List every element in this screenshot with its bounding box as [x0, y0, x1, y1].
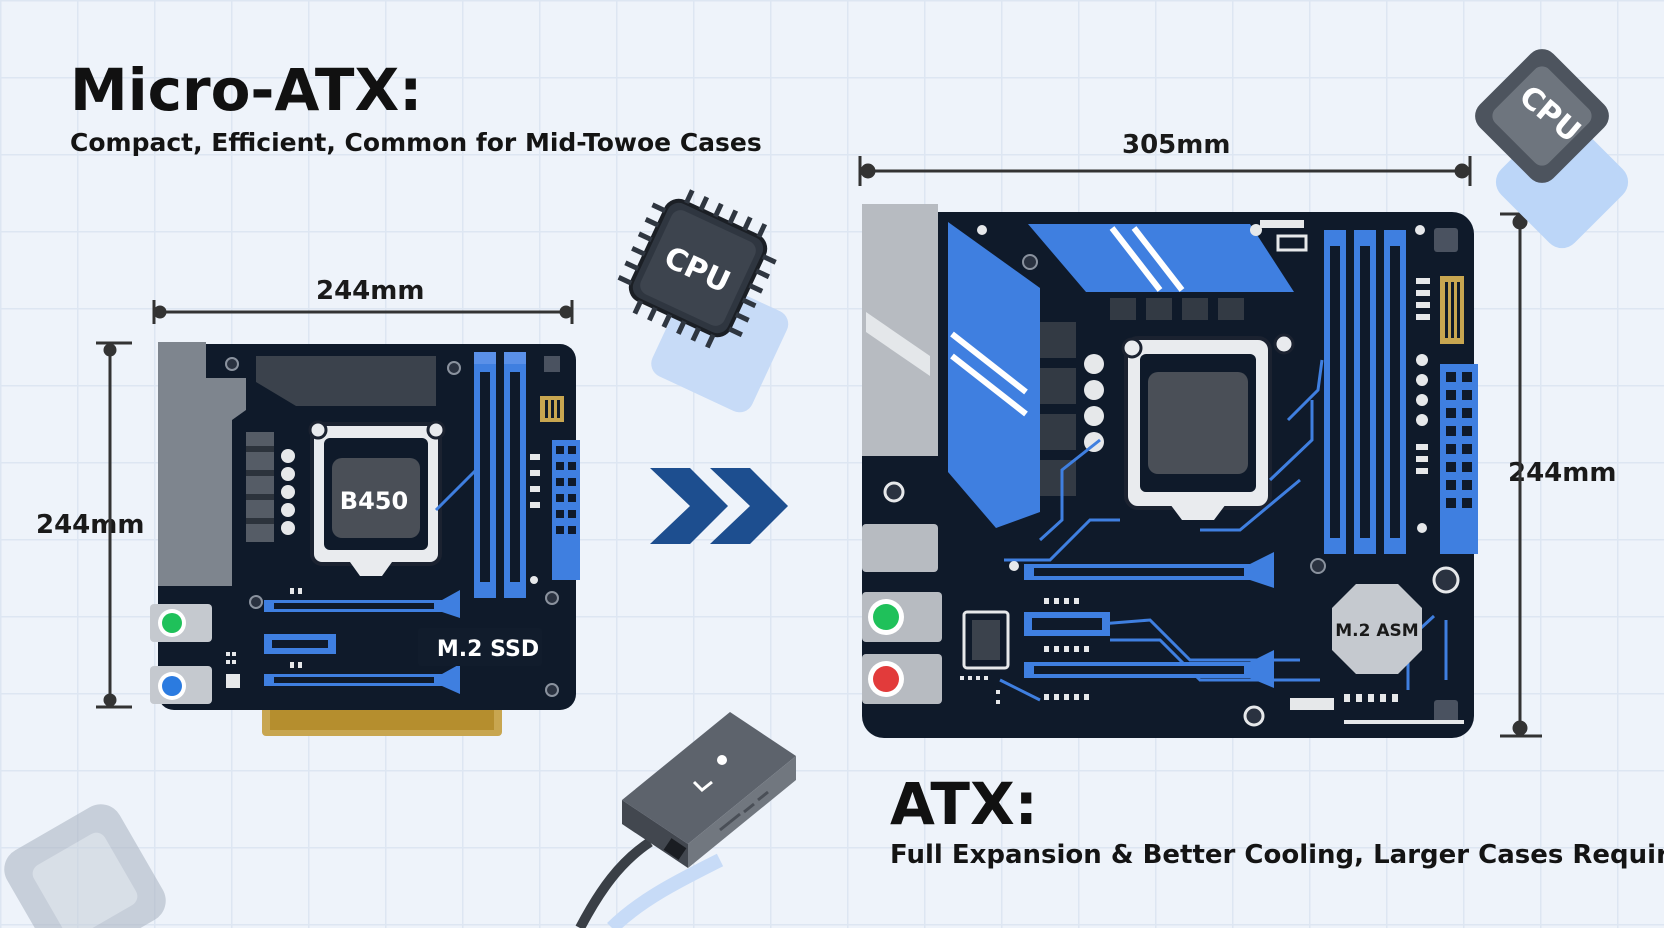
micro-atx-io-shield [158, 342, 246, 586]
micro-atx-height-dimension [96, 341, 132, 709]
atx-asm-label: M.2 ASM [1335, 621, 1418, 641]
atx-width-label: 305mm [1122, 130, 1231, 160]
atx-height-label: 244mm [1508, 458, 1617, 488]
micro-atx-chipset-label: B450 [340, 487, 408, 515]
micro-atx-cpu-socket: B450 [308, 420, 446, 576]
atx-motherboard: M.2 ASM [862, 204, 1478, 738]
atx-vrm-heatsink [948, 222, 1040, 528]
atx-width-dimension [858, 156, 1472, 186]
atx-pcie-slots [1024, 552, 1274, 688]
micro-atx-m2-slot [418, 628, 542, 666]
atx-audio-ports [862, 592, 942, 704]
micro-atx-motherboard: B450 [150, 342, 580, 736]
micro-atx-height-label: 244mm [36, 510, 145, 540]
micro-atx-ssd-label: M.2 SSD [437, 637, 539, 662]
micro-atx-subtitle: Compact, Efficient, Common for Mid-Towoe… [70, 128, 762, 157]
micro-atx-title: Micro-ATX: [70, 56, 423, 124]
atx-green-port [873, 604, 899, 630]
atx-subtitle: Full Expansion & Better Cooling, Larger … [890, 840, 1664, 870]
atx-ram-slots [1324, 230, 1406, 554]
micro-atx-audio-ports [150, 604, 212, 704]
atx-power-connector [1440, 364, 1478, 554]
atx-title: ATX: [890, 770, 1038, 838]
cpu-tile-icon: CPU [1475, 49, 1629, 249]
cpu-chip-icon: CPU [617, 189, 789, 413]
micro-atx-pcie-slots [264, 590, 460, 694]
ghost-chip-icon [4, 804, 166, 928]
atx-m2-slot: M.2 ASM [1332, 584, 1422, 674]
micro-atx-green-port [162, 613, 182, 633]
network-adapter-icon [575, 712, 796, 928]
micro-atx-blue-port [162, 676, 182, 696]
micro-atx-ram-slots [474, 352, 526, 598]
micro-atx-width-dimension [152, 300, 574, 324]
atx-cpu-socket [1121, 333, 1295, 520]
atx-red-port [873, 666, 899, 692]
micro-atx-heatsink [256, 356, 436, 406]
atx-height-dimension [1500, 212, 1542, 738]
upgrade-arrow-icon [650, 468, 788, 544]
micro-atx-width-label: 244mm [316, 276, 425, 306]
